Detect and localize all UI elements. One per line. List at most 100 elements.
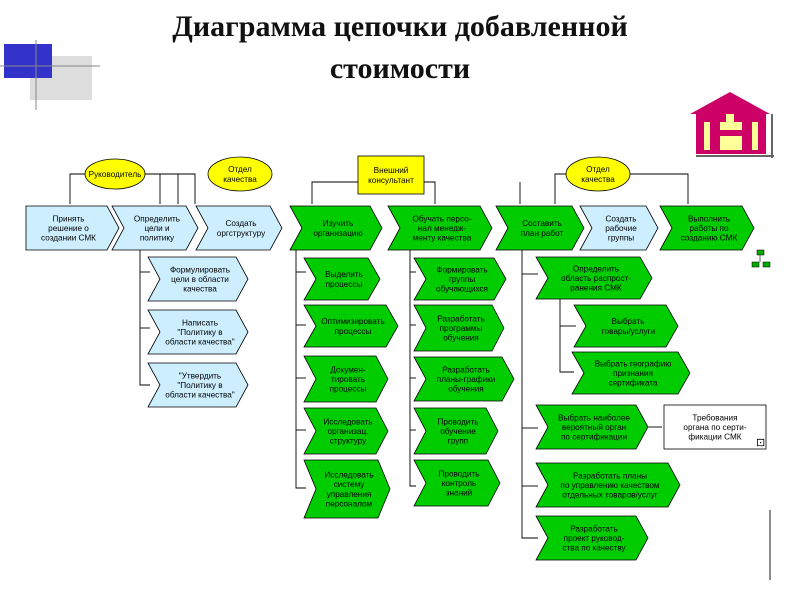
shape-label: знаний xyxy=(446,489,473,498)
shape-label: план работ xyxy=(521,229,564,238)
shape-label: ства по качеству xyxy=(562,544,626,553)
shape-label: качества xyxy=(183,285,217,294)
shape-label: "Утвердить xyxy=(179,371,221,380)
shape-label: Докумен- xyxy=(330,365,366,374)
shape-label: работы по xyxy=(689,224,729,233)
flow-icon xyxy=(751,249,771,268)
shape-label: Выбрать xyxy=(612,317,645,326)
shape-label: Выбрать географию xyxy=(595,359,672,368)
shape-label: Разработать xyxy=(442,365,490,374)
shape-label: групп xyxy=(448,437,468,446)
shape-label: контроль xyxy=(442,479,476,488)
shape-label: Определить xyxy=(573,264,619,273)
shape-label: Оптимизировать xyxy=(321,317,384,326)
shape-label: процессы xyxy=(335,327,372,336)
shape-label: товары/услуги xyxy=(601,327,655,336)
shape-label: организац. xyxy=(328,427,369,436)
shape-label: Изучить xyxy=(323,219,354,228)
shape-label: Формулировать xyxy=(170,265,230,274)
shape-label: органа по серти- xyxy=(683,423,746,432)
shape-label: Руководитель xyxy=(89,170,142,179)
shape-label: области качества" xyxy=(165,338,235,347)
shape-label: Обучать персо- xyxy=(413,214,472,223)
shape-label: по управлению качеством xyxy=(560,481,660,490)
shape-label: Выбрать наиболее xyxy=(558,413,630,422)
shape-label: менту качества xyxy=(413,234,472,243)
role-manager-ellipse: Руководитель xyxy=(84,158,146,190)
shape-label: Выделить xyxy=(325,270,363,279)
shape-label: рабочие xyxy=(605,224,637,233)
shape-label: признания xyxy=(613,369,653,378)
shape-label: Внешний xyxy=(374,166,409,175)
shape-label: Проводить xyxy=(439,469,480,478)
svg-text:⊡: ⊡ xyxy=(756,437,765,449)
shape-label: обучающихся xyxy=(436,285,488,294)
shape-label: решение о xyxy=(48,224,89,233)
shape-label: группы xyxy=(449,275,475,284)
shape-label: оргструктуру xyxy=(217,229,266,238)
shape-label: организацию xyxy=(313,229,362,238)
shape-label: Определить xyxy=(134,214,180,223)
shape-label: отдельных товаров/услуг xyxy=(562,491,657,500)
shape-label: Разработать планы xyxy=(573,471,647,480)
shape-label: сертификата xyxy=(608,379,657,388)
shape-label: цели и xyxy=(144,224,169,233)
shape-label: качества xyxy=(581,175,615,184)
shape-label: по сертификации xyxy=(561,433,627,442)
shape-label: качества xyxy=(223,175,257,184)
shape-label: структуру xyxy=(330,437,367,446)
decorative-squares xyxy=(0,40,100,110)
shape-label: планы-графики xyxy=(437,375,495,384)
shape-label: тировать xyxy=(331,375,365,384)
shape-label: процессы xyxy=(330,385,367,394)
shape-label: программы xyxy=(440,324,483,333)
shape-label: персоналом xyxy=(326,499,373,508)
shape-label: Создать xyxy=(225,219,256,228)
shape-label: Отдел xyxy=(228,165,252,174)
shape-label: Проводить xyxy=(438,417,479,426)
chain-step-5: Обучать персо-нал менедж-менту качества xyxy=(387,205,493,251)
shape-label: обучения xyxy=(443,334,479,343)
shape-label: Написать xyxy=(182,318,218,327)
shape-label: Создать xyxy=(605,214,636,223)
shape-label: Разработать xyxy=(437,314,485,323)
shape-label: Составить xyxy=(522,219,562,228)
shape-label: Отдел xyxy=(586,165,610,174)
shape-label: создании СМК xyxy=(41,234,96,243)
shape-label: Формировать xyxy=(436,265,487,274)
shape-label: ранения СМК xyxy=(570,284,622,293)
shape-label: политику xyxy=(140,234,175,243)
shape-label: систему xyxy=(334,480,366,489)
shape-label: созданию СМК xyxy=(681,234,738,243)
shape-label: "Политику в xyxy=(177,328,222,337)
shape-label: обучение xyxy=(440,427,476,436)
shape-label: цели в области xyxy=(171,275,229,284)
shape-label: фикации СМК xyxy=(688,433,741,442)
shape-label: Требования xyxy=(692,413,737,422)
shape-label: область распрост- xyxy=(561,274,631,283)
shape-label: "Политику в xyxy=(177,381,222,390)
house-icon xyxy=(690,92,774,158)
